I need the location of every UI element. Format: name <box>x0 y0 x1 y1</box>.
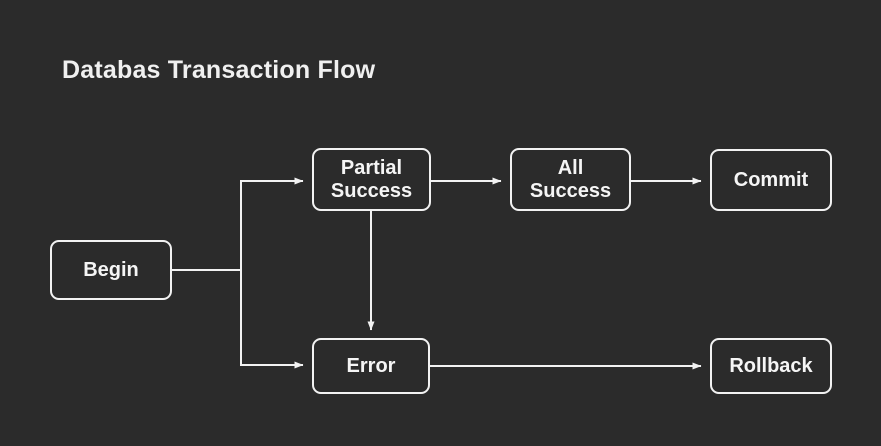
node-begin[interactable]: Begin <box>50 240 172 300</box>
edge-begin-to-error <box>240 270 304 369</box>
node-all-success[interactable]: All Success <box>510 148 631 211</box>
node-rollback-label: Rollback <box>729 354 813 377</box>
node-error-label: Error <box>346 354 396 377</box>
node-commit[interactable]: Commit <box>710 149 832 211</box>
node-commit-label: Commit <box>733 168 809 191</box>
node-all-success-label: All Success <box>529 157 612 202</box>
node-rollback[interactable]: Rollback <box>710 338 832 394</box>
page-title: Databas Transaction Flow <box>62 56 376 84</box>
node-error[interactable]: Error <box>312 338 430 394</box>
node-partial-success[interactable]: Partial Success <box>312 148 431 211</box>
edge-begin-to-partial-success <box>172 177 304 271</box>
node-begin-label: Begin <box>83 258 139 281</box>
node-partial-success-label: Partial Success <box>330 157 413 202</box>
